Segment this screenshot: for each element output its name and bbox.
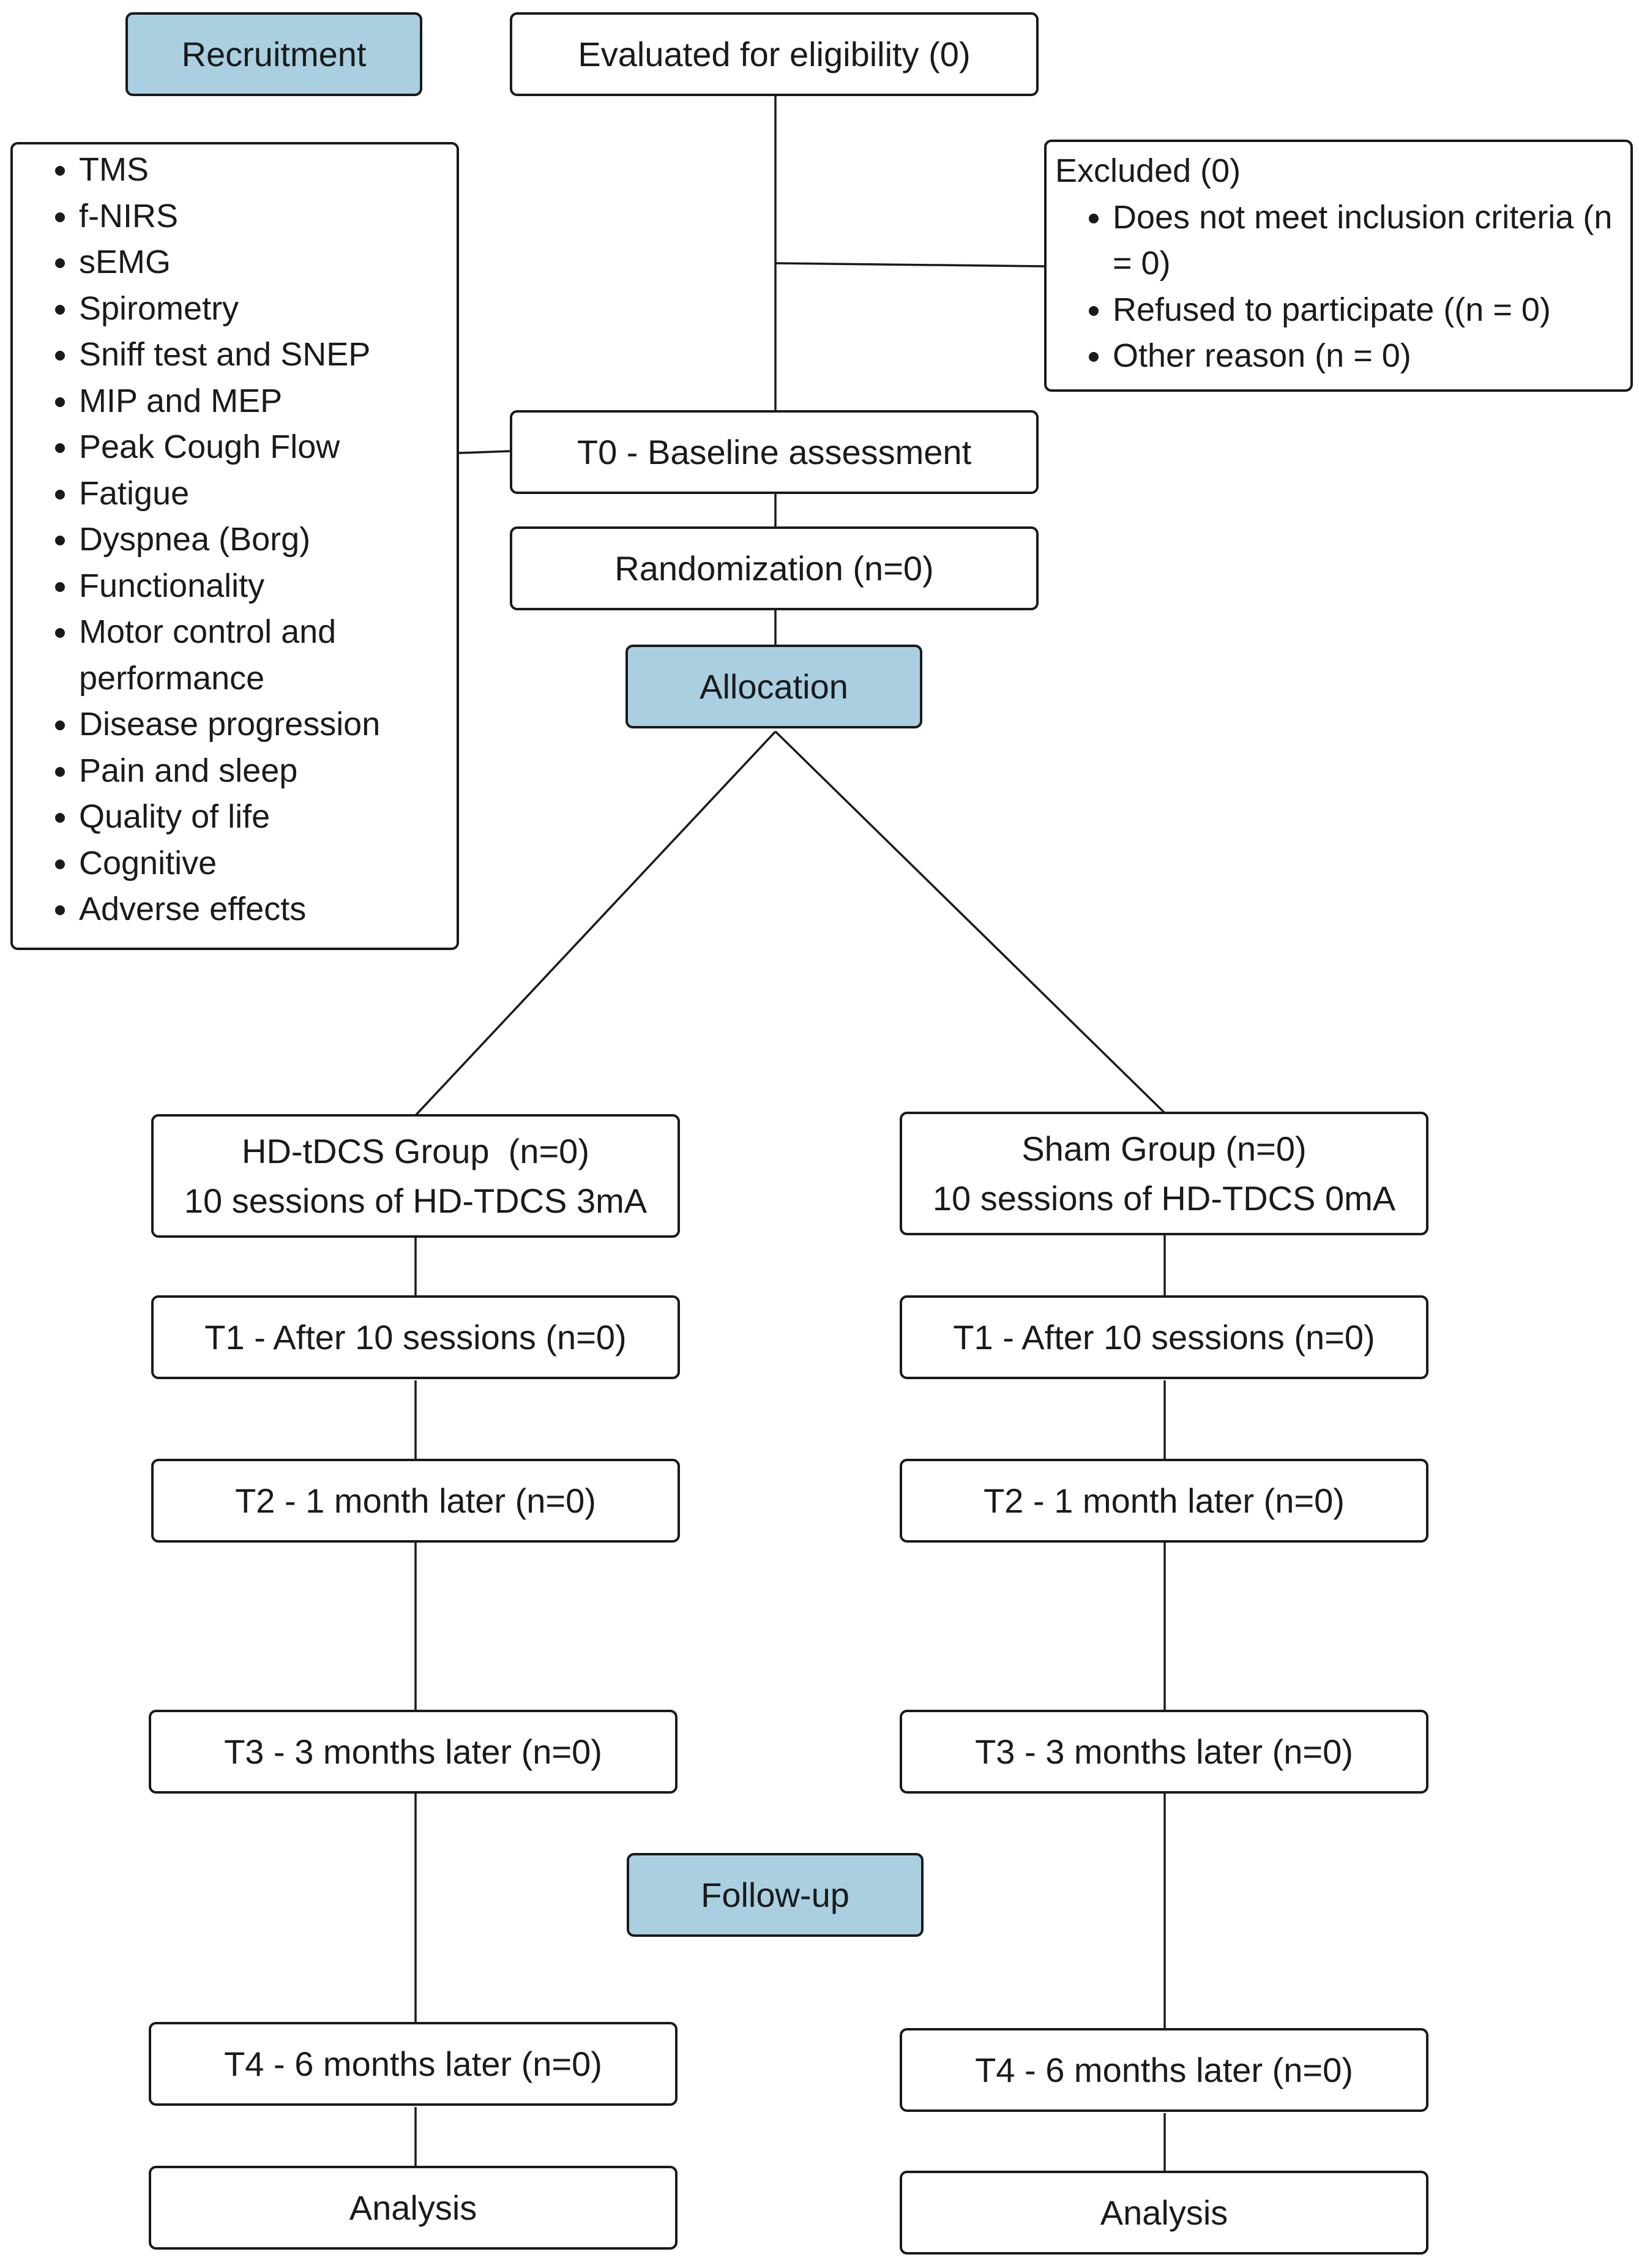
measure-item: Fatigue xyxy=(79,471,457,517)
measure-item: Adverse effects xyxy=(79,886,457,933)
excluded-title: Excluded (0) xyxy=(1055,152,1241,189)
connector-measures-baseline xyxy=(458,450,510,454)
active-t2-box: T2 - 1 month later (n=0) xyxy=(151,1459,680,1543)
measure-item: TMS xyxy=(79,147,457,193)
sham-group-name: Sham Group (n=0) xyxy=(1021,1129,1307,1168)
active-t3-box: T3 - 3 months later (n=0) xyxy=(149,1710,678,1794)
measures-list: TMSf-NIRSsEMGSpirometrySniff test and SN… xyxy=(13,147,457,933)
measure-item: Disease progression xyxy=(79,702,457,748)
stage-allocation: Allocation xyxy=(625,645,922,728)
sham-t1-box: T1 - After 10 sessions (n=0) xyxy=(900,1295,1428,1379)
sham-t3-box: T3 - 3 months later (n=0) xyxy=(900,1710,1428,1794)
active-group-name: HD-tDCS Group (n=0) xyxy=(242,1131,589,1170)
measure-item: Functionality xyxy=(79,563,457,610)
measure-item: Quality of life xyxy=(79,794,457,840)
measure-item: MIP and MEP xyxy=(79,378,457,425)
connector-excluded-branch xyxy=(775,262,1045,268)
randomization-box: Randomization (n=0) xyxy=(510,526,1039,610)
active-group-box: HD-tDCS Group (n=0) 10 sessions of HD-TD… xyxy=(151,1114,680,1238)
measure-item: Motor control and performance xyxy=(79,609,457,702)
active-t4-box: T4 - 6 months later (n=0) xyxy=(149,2022,678,2106)
excluded-reason-item: Does not meet inclusion criteria (n = 0) xyxy=(1113,195,1626,287)
measure-item: Dyspnea (Borg) xyxy=(79,517,457,563)
excluded-reason-item: Refused to participate ((n = 0) xyxy=(1113,287,1626,334)
measure-item: Sniff test and SNEP xyxy=(79,332,457,378)
baseline-box: T0 - Baseline assessment xyxy=(510,410,1039,494)
active-group-intervention: 10 sessions of HD-TDCS 3mA xyxy=(184,1181,648,1220)
measure-item: Spirometry xyxy=(79,286,457,332)
sham-group-box: Sham Group (n=0) 10 sessions of HD-TDCS … xyxy=(900,1112,1428,1235)
stage-recruitment: Recruitment xyxy=(125,12,422,96)
measures-box: TMSf-NIRSsEMGSpirometrySniff test and SN… xyxy=(10,142,459,950)
excluded-reasons-list: Does not meet inclusion criteria (n = 0)… xyxy=(1055,195,1626,380)
sham-t2-box: T2 - 1 month later (n=0) xyxy=(900,1459,1428,1543)
excluded-box: Excluded (0) Does not meet inclusion cri… xyxy=(1044,140,1633,392)
connector-allocation-sham xyxy=(774,730,1166,1114)
connector-allocation-active xyxy=(414,730,777,1117)
active-t1-box: T1 - After 10 sessions (n=0) xyxy=(151,1295,680,1379)
measure-item: f-NIRS xyxy=(79,193,457,240)
measure-item: Peak Cough Flow xyxy=(79,424,457,471)
sham-group-intervention: 10 sessions of HD-TDCS 0mA xyxy=(932,1179,1396,1218)
sham-analysis-box: Analysis xyxy=(900,2171,1428,2255)
sham-t4-box: T4 - 6 months later (n=0) xyxy=(900,2028,1428,2112)
evaluated-box: Evaluated for eligibility (0) xyxy=(510,12,1039,96)
measure-item: Cognitive xyxy=(79,840,457,887)
stage-follow-up: Follow-up xyxy=(627,1853,924,1937)
measure-item: Pain and sleep xyxy=(79,748,457,795)
measure-item: sEMG xyxy=(79,239,457,286)
active-analysis-box: Analysis xyxy=(149,2166,678,2250)
excluded-reason-item: Other reason (n = 0) xyxy=(1113,333,1626,380)
